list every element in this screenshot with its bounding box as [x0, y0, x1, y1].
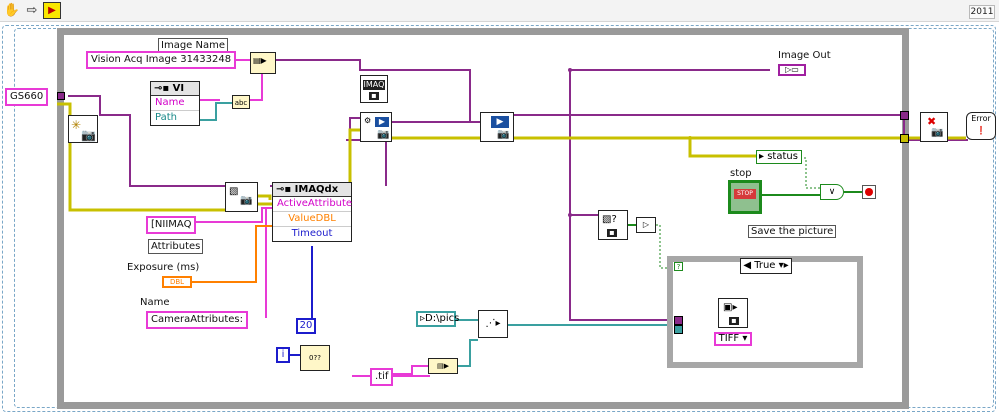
is-image-empty-node[interactable]: ▧? ▪	[598, 210, 628, 240]
image-out-label: Image Out	[778, 50, 831, 61]
stop-button[interactable]: STOP	[728, 180, 762, 214]
run-arrow-icon[interactable]: ⇨	[26, 3, 38, 18]
sparkle-icon: ✳	[71, 118, 82, 132]
image-wire	[270, 117, 360, 187]
concatenate-strings-node[interactable]: ▤▶	[250, 52, 276, 74]
camera-attributes-constant[interactable]: CameraAttributes:	[146, 311, 248, 329]
image-wire	[68, 95, 225, 187]
imaq-write-file-node[interactable]: ▣▸ ▪	[718, 298, 748, 328]
camera-name-constant[interactable]: GS660	[5, 88, 49, 106]
settings-icon: ⚙	[364, 116, 372, 125]
path-wire	[200, 102, 232, 121]
case-selector-terminal: ?	[674, 262, 683, 271]
concatenate-icon: ▤▶	[253, 56, 267, 65]
niimaq-constant[interactable]: [NIIMAQ	[146, 216, 197, 234]
file-type-ring[interactable]: TIFF ▾	[714, 332, 752, 346]
vi-property-title: ⊸▪ VI	[151, 82, 199, 96]
loop-tunnel	[900, 111, 909, 120]
exposure-label: Exposure (ms)	[127, 262, 200, 273]
boolean-wire	[656, 224, 676, 269]
image-out-indicator[interactable]: ▷▭	[778, 64, 806, 76]
image-icon: ▧	[229, 186, 239, 197]
imaqdx-grab-node[interactable]: ▶ 📷	[480, 112, 514, 142]
camera-icon: 📷	[81, 128, 96, 142]
case-tunnel	[674, 325, 683, 334]
case-structure[interactable]	[667, 256, 863, 368]
imaqdx-open-node[interactable]: ✳ 📷	[68, 115, 98, 143]
loop-tunnel	[900, 134, 909, 143]
value-dbl-row[interactable]: ValueDBL	[273, 212, 351, 227]
save-icon: ▣▸	[723, 302, 738, 313]
image-wire	[346, 139, 387, 186]
camera-icon: 📷	[377, 129, 390, 140]
stop-label: stop	[730, 168, 752, 179]
imaqdx-property-title: ⊸▪ IMAQdx	[273, 183, 351, 197]
imaq-sub-icon: ▪	[369, 92, 379, 100]
attributes-label: Attributes	[148, 239, 204, 254]
image-wire	[569, 70, 680, 321]
imaq-text-icon: IMAQ	[363, 80, 385, 90]
timeout-constant[interactable]: 20	[296, 318, 316, 334]
stop-button-face: STOP	[734, 189, 756, 199]
string-wire	[250, 70, 263, 101]
number-to-string-node[interactable]: 0??	[300, 345, 330, 371]
camera-icon: 📷	[240, 195, 253, 206]
camera-icon: 📷	[931, 127, 944, 138]
save-picture-label: Save the picture	[748, 225, 837, 238]
exposure-control[interactable]: DBL	[162, 276, 192, 288]
image-wire	[514, 114, 920, 141]
active-attribute-row[interactable]: ActiveAttribute	[273, 197, 352, 212]
close-icon: ✖	[927, 115, 937, 128]
not-gate[interactable]: ▷	[636, 217, 656, 233]
case-selector[interactable]: ◀ True ▾▸	[740, 258, 792, 274]
string-wire	[388, 365, 428, 375]
path-constant[interactable]: ▹D:\pics	[416, 311, 459, 327]
imaq-sub-icon: ▪	[607, 229, 617, 237]
concatenate-extension-node[interactable]: ▤▶	[428, 358, 458, 374]
path-wire	[458, 339, 478, 367]
status-unbundle[interactable]: ▸ status	[756, 150, 802, 164]
stop-if-true-icon	[865, 188, 873, 196]
vi-property-path[interactable]: Path	[155, 112, 177, 123]
imaqdx-configure-grab-node[interactable]: ⚙ ▶ 📷	[360, 112, 392, 142]
loop-condition-terminal[interactable]	[862, 185, 876, 199]
vi-property-name[interactable]: Name	[151, 96, 199, 111]
diagram-outer-frame	[2, 25, 996, 412]
extension-constant[interactable]: .tif	[370, 368, 394, 386]
or-gate[interactable]: ∨	[820, 184, 844, 200]
session-wire	[57, 102, 225, 212]
exposure-wire	[192, 225, 272, 283]
imaqdx-close-node[interactable]: ✖ 📷	[920, 112, 948, 142]
case-tunnel	[674, 316, 683, 325]
play-icon: ▶	[491, 116, 509, 128]
imaqdx-property-reference[interactable]: ▧ 📷	[225, 182, 258, 212]
labview-icon[interactable]: ▶	[43, 2, 61, 19]
toolbar: ✋ ⇨ ▶ 2011	[0, 0, 999, 22]
imaq-create-node[interactable]: IMAQ ▪	[360, 75, 388, 103]
error-handler-node[interactable]: Error❗	[966, 112, 996, 140]
camera-icon: 📷	[497, 129, 510, 140]
play-icon: ▶	[375, 117, 389, 127]
name-label: Name	[140, 297, 170, 308]
session-wire	[258, 194, 272, 200]
path-to-string-node[interactable]: abc	[232, 95, 250, 109]
imaq-sub-icon: ▪	[729, 317, 739, 325]
error-wire	[688, 138, 758, 158]
version-label: 2011	[969, 5, 995, 19]
hand-icon[interactable]: ✋	[3, 3, 21, 18]
tunnel-icon	[57, 92, 65, 100]
imaqdx-property-node[interactable]: ⊸▪ IMAQdx ActiveAttribute ValueDBL Timeo…	[272, 182, 352, 242]
timeout-row[interactable]: Timeout	[291, 228, 333, 239]
image-icon: ▧?	[602, 214, 617, 225]
iteration-terminal: i	[276, 347, 290, 363]
image-name-constant[interactable]: Vision Acq Image 31433248	[86, 51, 237, 69]
vi-property-node[interactable]: ⊸▪ VI Name Path	[150, 81, 200, 126]
build-path-node[interactable]: ⋰▸	[478, 310, 508, 338]
